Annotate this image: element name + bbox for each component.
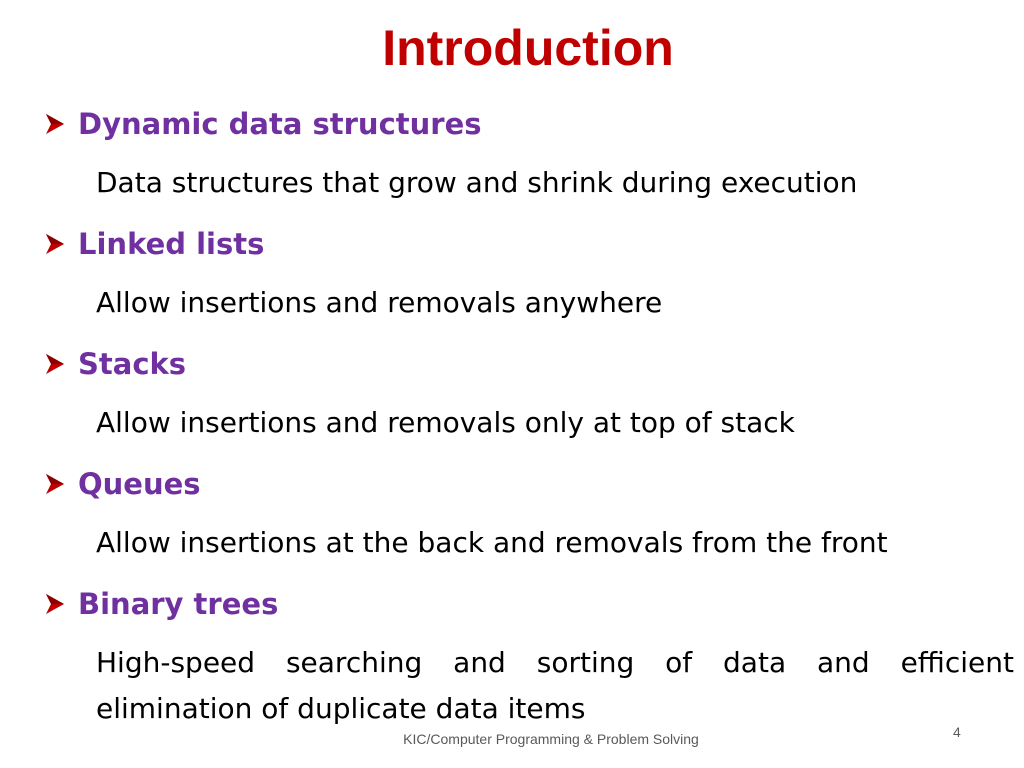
item-heading-label: Stacks	[78, 347, 187, 381]
item-heading: Stacks	[44, 344, 1014, 384]
list-item: Binary trees High-speed searching and so…	[44, 584, 1014, 732]
item-heading: Queues	[44, 464, 1014, 504]
item-heading: Dynamic data structures	[44, 104, 1014, 144]
arrow-right-icon	[46, 234, 64, 254]
arrow-right-icon	[46, 474, 64, 494]
page-number: 4	[953, 724, 961, 740]
item-description: Allow insertions and removals anywhere	[96, 286, 663, 319]
arrow-right-icon	[46, 594, 64, 614]
arrow-right-icon	[46, 354, 64, 374]
list-item: Dynamic data structures Data structures …	[44, 104, 1014, 206]
item-description: Allow insertions at the back and removal…	[96, 526, 888, 559]
arrow-right-icon	[46, 114, 64, 134]
item-heading-label: Binary trees	[78, 587, 279, 621]
bullet-list: Dynamic data structures Data structures …	[44, 104, 1014, 750]
footer-text: KIC/Computer Programming & Problem Solvi…	[403, 731, 699, 747]
item-heading: Linked lists	[44, 224, 1014, 264]
item-heading-label: Queues	[78, 467, 201, 501]
slide-title: Introduction	[382, 20, 674, 76]
item-heading-label: Linked lists	[78, 227, 265, 261]
list-item: Queues Allow insertions at the back and …	[44, 464, 1014, 566]
item-description: Data structures that grow and shrink dur…	[96, 166, 858, 199]
item-heading: Binary trees	[44, 584, 1014, 624]
item-description: Allow insertions and removals only at to…	[96, 406, 795, 439]
item-heading-label: Dynamic data structures	[78, 107, 482, 141]
list-item: Stacks Allow insertions and removals onl…	[44, 344, 1014, 446]
list-item: Linked lists Allow insertions and remova…	[44, 224, 1014, 326]
item-description: High-speed searching and sorting of data…	[96, 646, 1014, 725]
